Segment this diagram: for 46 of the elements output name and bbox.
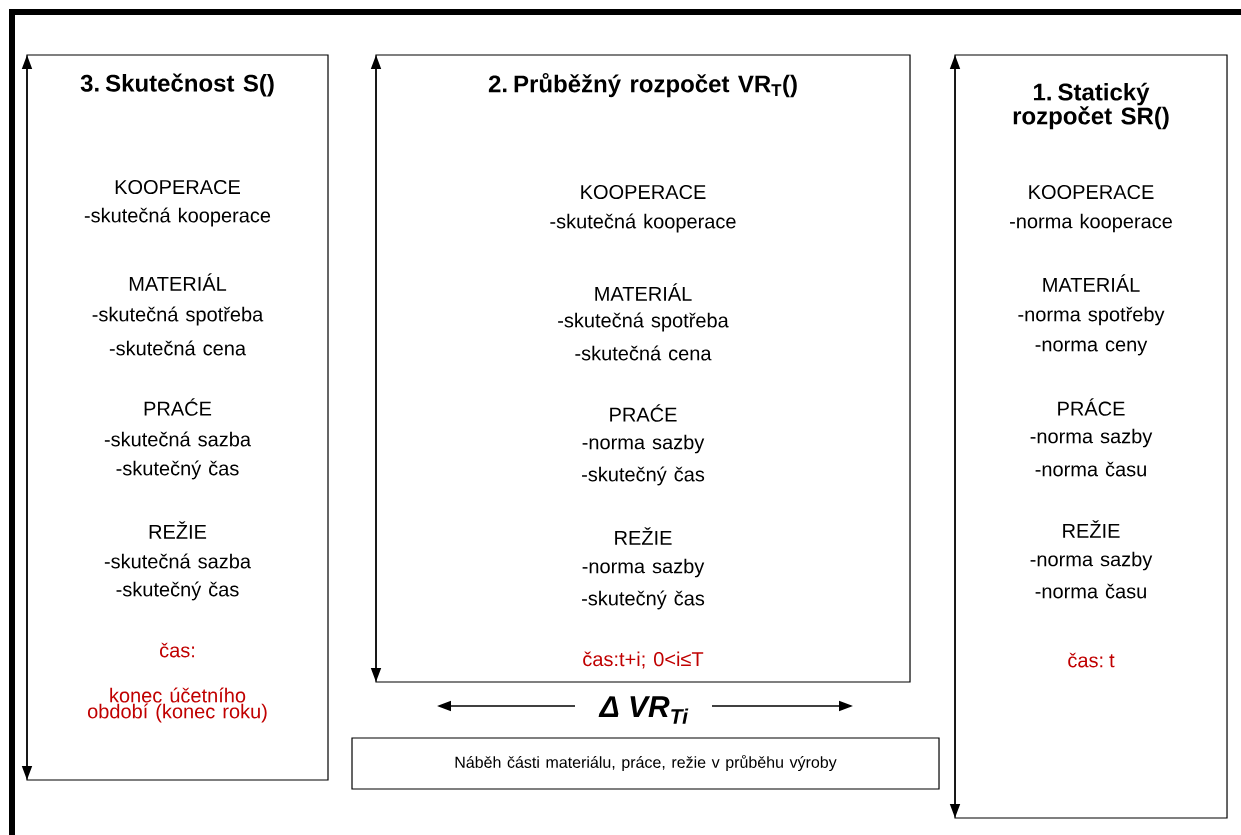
- cost-item: -skutečná cena: [575, 345, 712, 361]
- column-box: [375, 54, 911, 683]
- cost-item: -norma kooperace: [1010, 213, 1172, 233]
- cost-item: KOOPERACE: [115, 179, 240, 195]
- cost-item: MATERIÁL: [129, 273, 227, 291]
- note-box: [351, 737, 940, 790]
- cost-item: -skutečná sazba: [104, 431, 251, 447]
- cost-item: -skutečný čas: [582, 590, 705, 610]
- column-heading: 2. Průběžný rozpočet VR$_{T}$(): [488, 72, 797, 98]
- time-note: konec účetního období (konec roku): [87, 687, 267, 723]
- cost-item: PRAĆE: [144, 398, 212, 416]
- cost-item: -skutečná spotřeba: [558, 312, 729, 332]
- column-box: [954, 54, 1228, 819]
- cost-item: -norma ceny: [1035, 340, 1148, 356]
- cost-item: PRÁCE: [1058, 398, 1125, 416]
- cost-item: -norma času: [1035, 461, 1146, 477]
- cost-item: -skutečná cena: [109, 340, 246, 356]
- cost-item: -skutečná kooperace: [84, 207, 271, 227]
- time-note: čas:t+i; 0<i≤T: [583, 651, 704, 669]
- cost-item: -skutečný čas: [582, 466, 705, 486]
- cost-item: KOOPERACE: [581, 184, 706, 200]
- column-heading: 3. Skutečnost S(): [80, 73, 274, 97]
- cost-item: KOOPERACE: [1029, 184, 1154, 200]
- cost-item: -skutečná spotřeba: [92, 306, 264, 326]
- cost-item: -skutečná kooperace: [550, 213, 736, 233]
- cost-item: -norma sazby: [582, 558, 705, 578]
- cost-item: MATERIÁL: [595, 283, 692, 301]
- column-box: [26, 54, 329, 781]
- cost-item: -norma sazby: [582, 434, 705, 454]
- cost-item: PRAĆE: [610, 404, 677, 422]
- cost-item: -norma sazby: [1030, 551, 1153, 571]
- cost-item: REŽIE: [1063, 520, 1120, 538]
- time-note: čas:: [160, 642, 194, 658]
- column-heading: 1. Statický rozpočet SR(): [1013, 82, 1169, 130]
- note-text: Náběh části materiálu, práce, režie v průběhu výroby: [455, 754, 837, 772]
- dimension-label: Δ VR$_{Ti}$: [598, 696, 689, 724]
- cost-item: -skutečný čas: [116, 581, 239, 601]
- cost-item: -skutečná sazba: [104, 553, 251, 569]
- cost-item: MATERIÁL: [1043, 274, 1140, 292]
- cost-item: -norma času: [1035, 583, 1146, 599]
- cost-item: REŽIE: [149, 521, 207, 539]
- cost-item: REŽIE: [615, 527, 672, 545]
- time-note: čas: t: [1068, 652, 1115, 668]
- cost-item: -norma spotřeby: [1018, 306, 1165, 326]
- cost-item: -skutečný čas: [116, 460, 239, 480]
- cost-item: -norma sazby: [1030, 428, 1153, 448]
